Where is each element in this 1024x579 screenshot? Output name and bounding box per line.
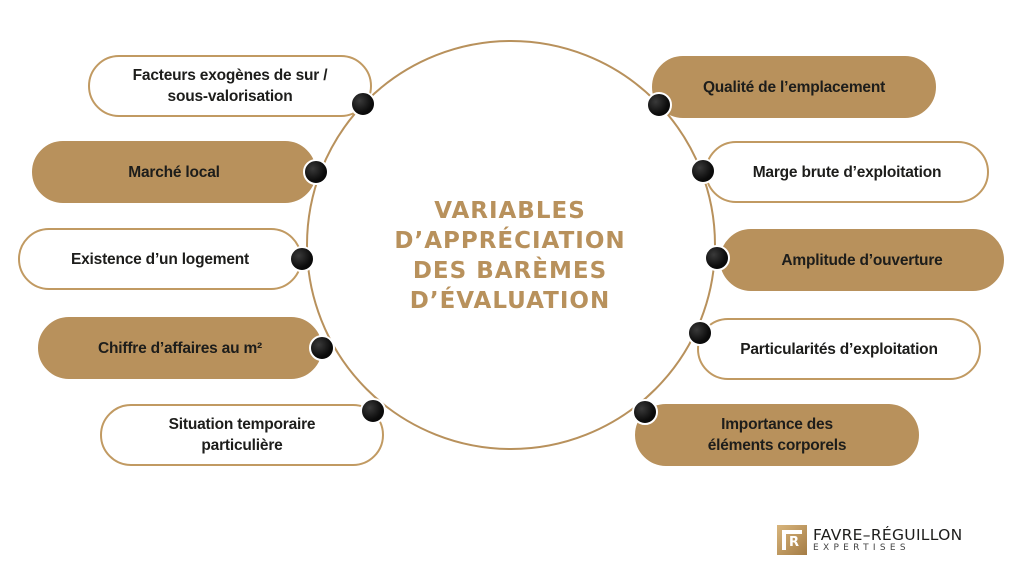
diagram-title: VARIABLES D’APPRÉCIATION DES BARÈMES D’É… (360, 196, 660, 316)
variable-situation-temporaire: Situation temporaire particulière (100, 404, 384, 466)
node-dot-icon (632, 399, 658, 425)
title-line-1: VARIABLES (434, 198, 586, 224)
title-line-3: DES BARÈMES (412, 258, 608, 284)
variable-label: Facteurs exogènes de sur / sous-valorisa… (132, 67, 328, 105)
node-dot-icon (289, 246, 315, 272)
variable-chiffre-affaires: Chiffre d’affaires au m² (38, 317, 322, 379)
variable-label: Marge brute d’exploitation (752, 163, 942, 181)
node-dot-icon (687, 320, 713, 346)
variable-label: Chiffre d’affaires au m² (97, 339, 262, 357)
node-dot-icon (646, 92, 672, 118)
logo-name: FAVRE–RÉGUILLON (813, 526, 963, 544)
variable-particularites-exploitation: Particularités d’exploitation (697, 318, 981, 380)
node-dot-icon (350, 91, 376, 117)
logo-mark-icon: R (777, 525, 807, 555)
variable-label: Situation temporaire particulière (168, 416, 316, 454)
variable-marge-brute: Marge brute d’exploitation (705, 141, 989, 203)
variable-label: Importance des éléments corporels (707, 416, 847, 454)
node-dot-icon (690, 158, 716, 184)
variable-amplitude-ouverture: Amplitude d’ouverture (720, 229, 1004, 291)
variable-label: Amplitude d’ouverture (781, 251, 943, 269)
variable-marche-local: Marché local (32, 141, 316, 203)
node-dot-icon (303, 159, 329, 185)
variable-label: Qualité de l’emplacement (702, 78, 886, 96)
variable-facteurs-exogenes: Facteurs exogènes de sur / sous-valorisa… (88, 55, 372, 117)
variable-importance-elements: Importance des éléments corporels (635, 404, 919, 466)
variable-existence-logement: Existence d’un logement (18, 228, 302, 290)
variable-label: Existence d’un logement (71, 250, 249, 268)
node-dot-icon (309, 335, 335, 361)
node-dot-icon (360, 398, 386, 424)
variable-qualite-emplacement: Qualité de l’emplacement (652, 56, 936, 118)
variable-label: Marché local (128, 163, 220, 181)
title-line-2: D’APPRÉCIATION (394, 228, 626, 254)
company-logo: R FAVRE–RÉGUILLON EXPERTISES (777, 524, 963, 556)
variable-label: Particularités d’exploitation (740, 340, 938, 358)
node-dot-icon (704, 245, 730, 271)
logo-subtitle: EXPERTISES (813, 543, 910, 553)
title-line-4: D’ÉVALUATION (409, 288, 611, 314)
